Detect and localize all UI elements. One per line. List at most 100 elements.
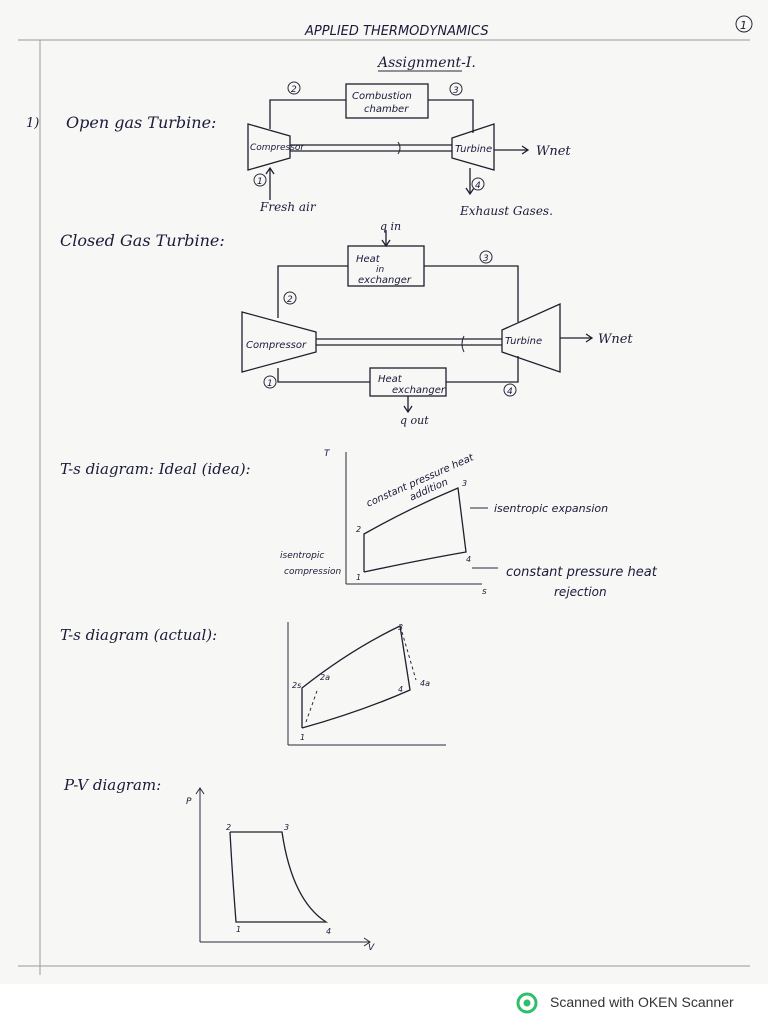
closed-duct-3	[424, 265, 519, 322]
question-number: 1)	[26, 116, 39, 131]
pv-heading: P-V diagram:	[63, 776, 161, 794]
ts-actual-state-4a: 4a	[420, 679, 430, 688]
ts-actual-heading: T-s diagram (actual):	[60, 626, 217, 644]
ts-ideal-compression-1: isentropic	[280, 551, 324, 561]
heat-in-label-2: in	[376, 265, 385, 275]
ts-ideal-cycle	[363, 487, 467, 573]
closed-turbine-diagram: Heat in exchanger q in Compressor Turbin…	[241, 220, 633, 427]
closed-compressor-shape	[241, 311, 317, 373]
ts-ideal-compression-2: compression	[284, 567, 342, 577]
pv-x-label: V	[368, 943, 375, 953]
scanner-logo-icon	[516, 992, 538, 1014]
q-out-head	[403, 405, 413, 414]
combustion-chamber-box	[345, 83, 429, 119]
ts-ideal-state-3: 3	[462, 479, 467, 488]
open-state-1: 1	[257, 177, 263, 187]
open-exhaust-head	[465, 187, 475, 196]
heat-out-label-2: exchanger	[392, 385, 446, 396]
page-number: 1	[740, 19, 747, 32]
open-state-2-circle	[287, 81, 301, 95]
closed-state-3: 3	[483, 254, 489, 264]
open-duct-2	[269, 99, 346, 129]
closed-wnet-label: Wnet	[598, 332, 633, 347]
ts-ideal-expansion-label: isentropic expansion	[494, 502, 608, 515]
pv-diagram: P V 1 2 3 4	[186, 787, 375, 953]
closed-duct-1	[277, 368, 370, 383]
ts-ideal-x-label: s	[482, 587, 487, 597]
ts-actual-diagram: 1 2s 2a 3 4 4a	[287, 622, 446, 746]
closed-state-2: 2	[287, 295, 293, 305]
closed-duct-4	[446, 356, 519, 383]
ts-ideal-state-2: 2	[356, 525, 361, 534]
q-out-label: q out	[400, 414, 429, 427]
combustion-label-1: Combustion	[352, 91, 412, 102]
fresh-air-label: Fresh air	[259, 200, 317, 214]
heat-out-label-1: Heat	[378, 374, 403, 385]
pv-x-axis-head	[363, 937, 371, 947]
ts-actual-state-4: 4	[398, 685, 403, 694]
open-wnet-head	[521, 145, 530, 155]
closed-wnet-head	[585, 333, 594, 343]
ts-ideal-y-label: T	[324, 449, 331, 459]
ts-ideal-rejection-2: rejection	[554, 585, 607, 599]
scanner-text: Scanned with OKEN Scanner	[550, 994, 734, 1010]
open-state-3-circle	[449, 82, 463, 96]
closed-state-4-circle	[503, 383, 517, 397]
open-shaft-rotation	[397, 141, 401, 155]
closed-state-1-circle	[263, 375, 277, 389]
closed-turbine-label: Turbine	[505, 336, 542, 347]
closed-duct-2	[277, 265, 348, 318]
closed-shaft-rotation	[461, 335, 465, 353]
exhaust-label: Exhaust Gases.	[459, 204, 553, 218]
ts-actual-state-3: 3	[398, 623, 403, 632]
open-state-1-circle	[253, 173, 267, 187]
assignment-title: Assignment-I.	[376, 55, 476, 71]
closed-state-4: 4	[507, 387, 513, 397]
ts-ideal-state-1: 1	[356, 573, 361, 582]
open-state-2: 2	[291, 85, 297, 95]
open-turbine-label: Turbine	[455, 144, 492, 155]
open-wnet-label: Wnet	[536, 144, 571, 159]
pv-y-axis-head	[195, 787, 205, 795]
ts-actual-cycle	[301, 625, 411, 729]
ts-actual-2a-line	[305, 687, 319, 723]
ts-actual-state-2a: 2a	[320, 673, 330, 682]
q-in-label: q in	[380, 220, 401, 233]
pv-cycle	[229, 831, 329, 923]
open-air-head	[265, 166, 275, 175]
open-state-4-circle	[471, 177, 485, 191]
combustion-label-2: chamber	[364, 104, 409, 115]
header-title: APPLIED THERMODYNAMICS	[304, 24, 489, 39]
open-compressor-shape	[247, 123, 291, 171]
ts-ideal-state-4: 4	[466, 555, 471, 564]
page-number-circle	[735, 15, 753, 33]
q-in-head	[381, 239, 391, 248]
open-state-4: 4	[475, 181, 481, 191]
ts-ideal-rejection-1: constant pressure heat	[506, 565, 658, 580]
ts-ideal-diagram: T s 1 2 3 4 constant pressure heat addit…	[280, 449, 658, 599]
open-turbine-diagram: Combustion chamber Compressor Turbine Wn…	[247, 81, 571, 218]
ts-actual-state-1: 1	[300, 733, 305, 742]
pv-state-4: 4	[326, 927, 331, 936]
closed-state-3-circle	[479, 250, 493, 264]
open-compressor-label: Compressor	[250, 143, 305, 153]
pv-state-1: 1	[236, 925, 241, 934]
open-duct-3	[428, 99, 474, 133]
scanner-footer	[0, 984, 768, 1024]
closed-state-1: 1	[267, 379, 273, 389]
closed-state-2-circle	[283, 291, 297, 305]
heat-in-label-3: exchanger	[358, 275, 412, 286]
ts-ideal-heading: T-s diagram: Ideal (idea):	[60, 460, 251, 478]
ts-actual-state-2s: 2s	[292, 681, 301, 690]
closed-turbine-heading: Closed Gas Turbine:	[60, 231, 225, 250]
pv-y-label: P	[186, 797, 192, 807]
pv-state-3: 3	[284, 823, 289, 832]
open-turbine-heading: Open gas Turbine:	[66, 113, 216, 132]
ts-actual-4a-line	[401, 631, 417, 681]
heat-in-label-1: Heat	[356, 254, 381, 265]
open-state-3: 3	[453, 86, 459, 96]
closed-compressor-label: Compressor	[246, 340, 307, 351]
pv-state-2: 2	[226, 823, 231, 832]
